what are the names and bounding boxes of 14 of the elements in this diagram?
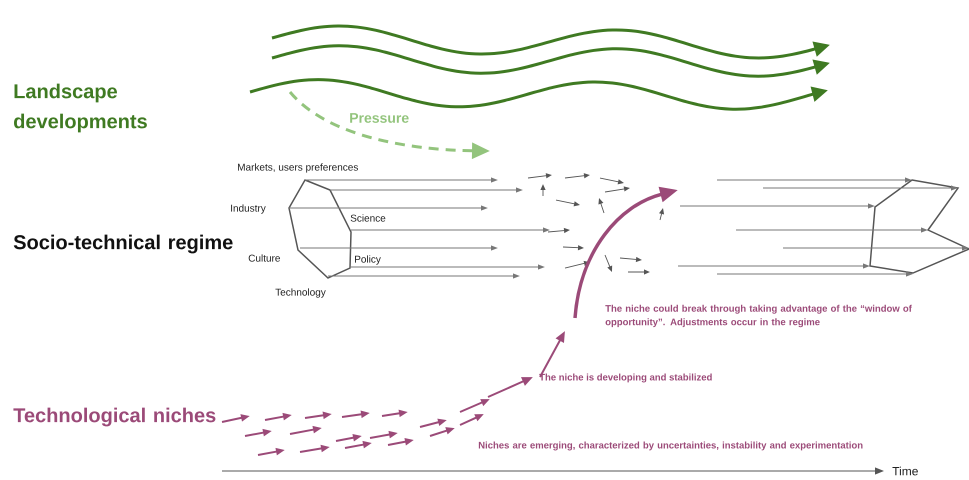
element-label: Industry [231,204,266,214]
level-heading: Socio-technical regime [14,234,233,254]
element-label: Culture [248,254,280,262]
axis-label: Time [892,466,918,476]
element-label: Markets, users preferences [238,163,358,173]
level-heading: Landscape developments [14,84,147,132]
note-text: The niche is developing and stabilized [539,374,712,382]
element-label: Technology [275,288,326,298]
element-label: Policy [355,255,381,265]
note-text: Niches are emerging, characterized by uncertainties, instability and experimentation [478,442,862,450]
element-label: Science [350,214,386,222]
note-text: The niche could break through taking advantage of the “window of opportunity”. Adjustments occur in the regime [605,304,912,328]
level-heading: Technological niches [13,408,216,426]
arrow-label: Pressure [350,113,409,123]
